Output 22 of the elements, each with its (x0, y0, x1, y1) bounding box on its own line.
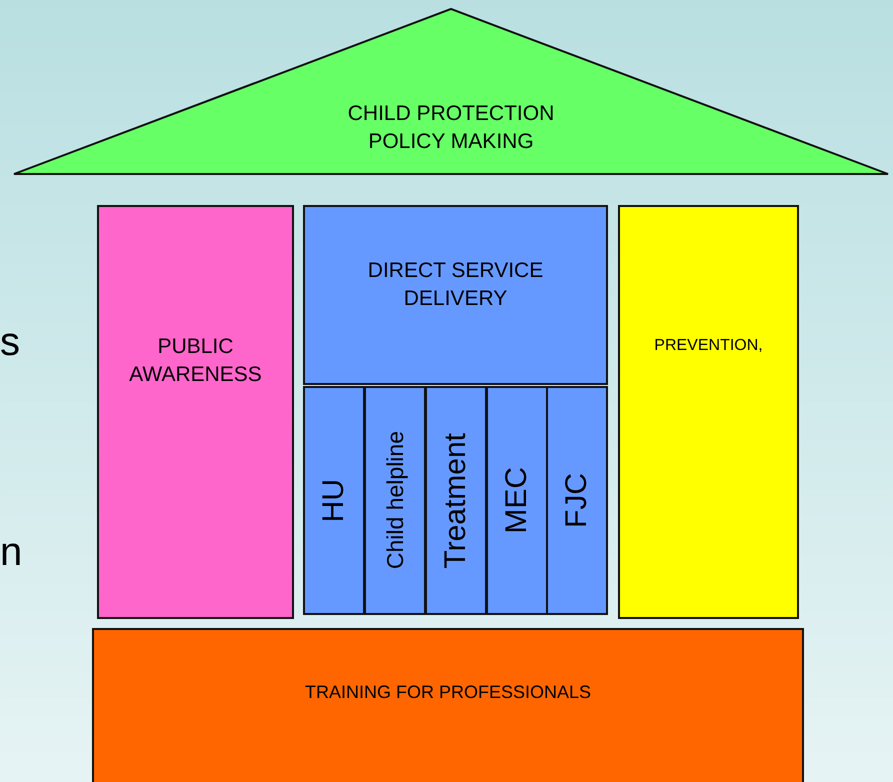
text-fragment: s (0, 320, 20, 365)
roof-triangle (13, 8, 889, 175)
service-column (486, 386, 548, 615)
vertical-label: Treatment (439, 432, 473, 568)
pillar-box (97, 205, 294, 619)
box-label: PREVENTION, (654, 336, 763, 356)
service-column (546, 386, 608, 615)
vertical-label: FJC (560, 473, 594, 528)
box-label: TRAINING FOR PROFESSIONALS (304, 681, 592, 704)
foundation-box (92, 628, 804, 782)
service-column (303, 386, 365, 615)
service-column (425, 386, 487, 615)
vertical-label: Child helpline (382, 431, 408, 570)
vertical-label: HU (317, 478, 351, 522)
pillar-box (618, 205, 799, 619)
service-column (364, 386, 426, 615)
text-fragment: n (0, 530, 22, 575)
box-label: DIRECT SERVICE DELIVERY (366, 258, 544, 312)
roof-title: CHILD PROTECTION POLICY MAKING (346, 101, 556, 155)
vertical-label: MEC (500, 467, 534, 534)
box-label: PUBLIC AWARENESS (128, 334, 263, 388)
header-box (303, 205, 608, 385)
